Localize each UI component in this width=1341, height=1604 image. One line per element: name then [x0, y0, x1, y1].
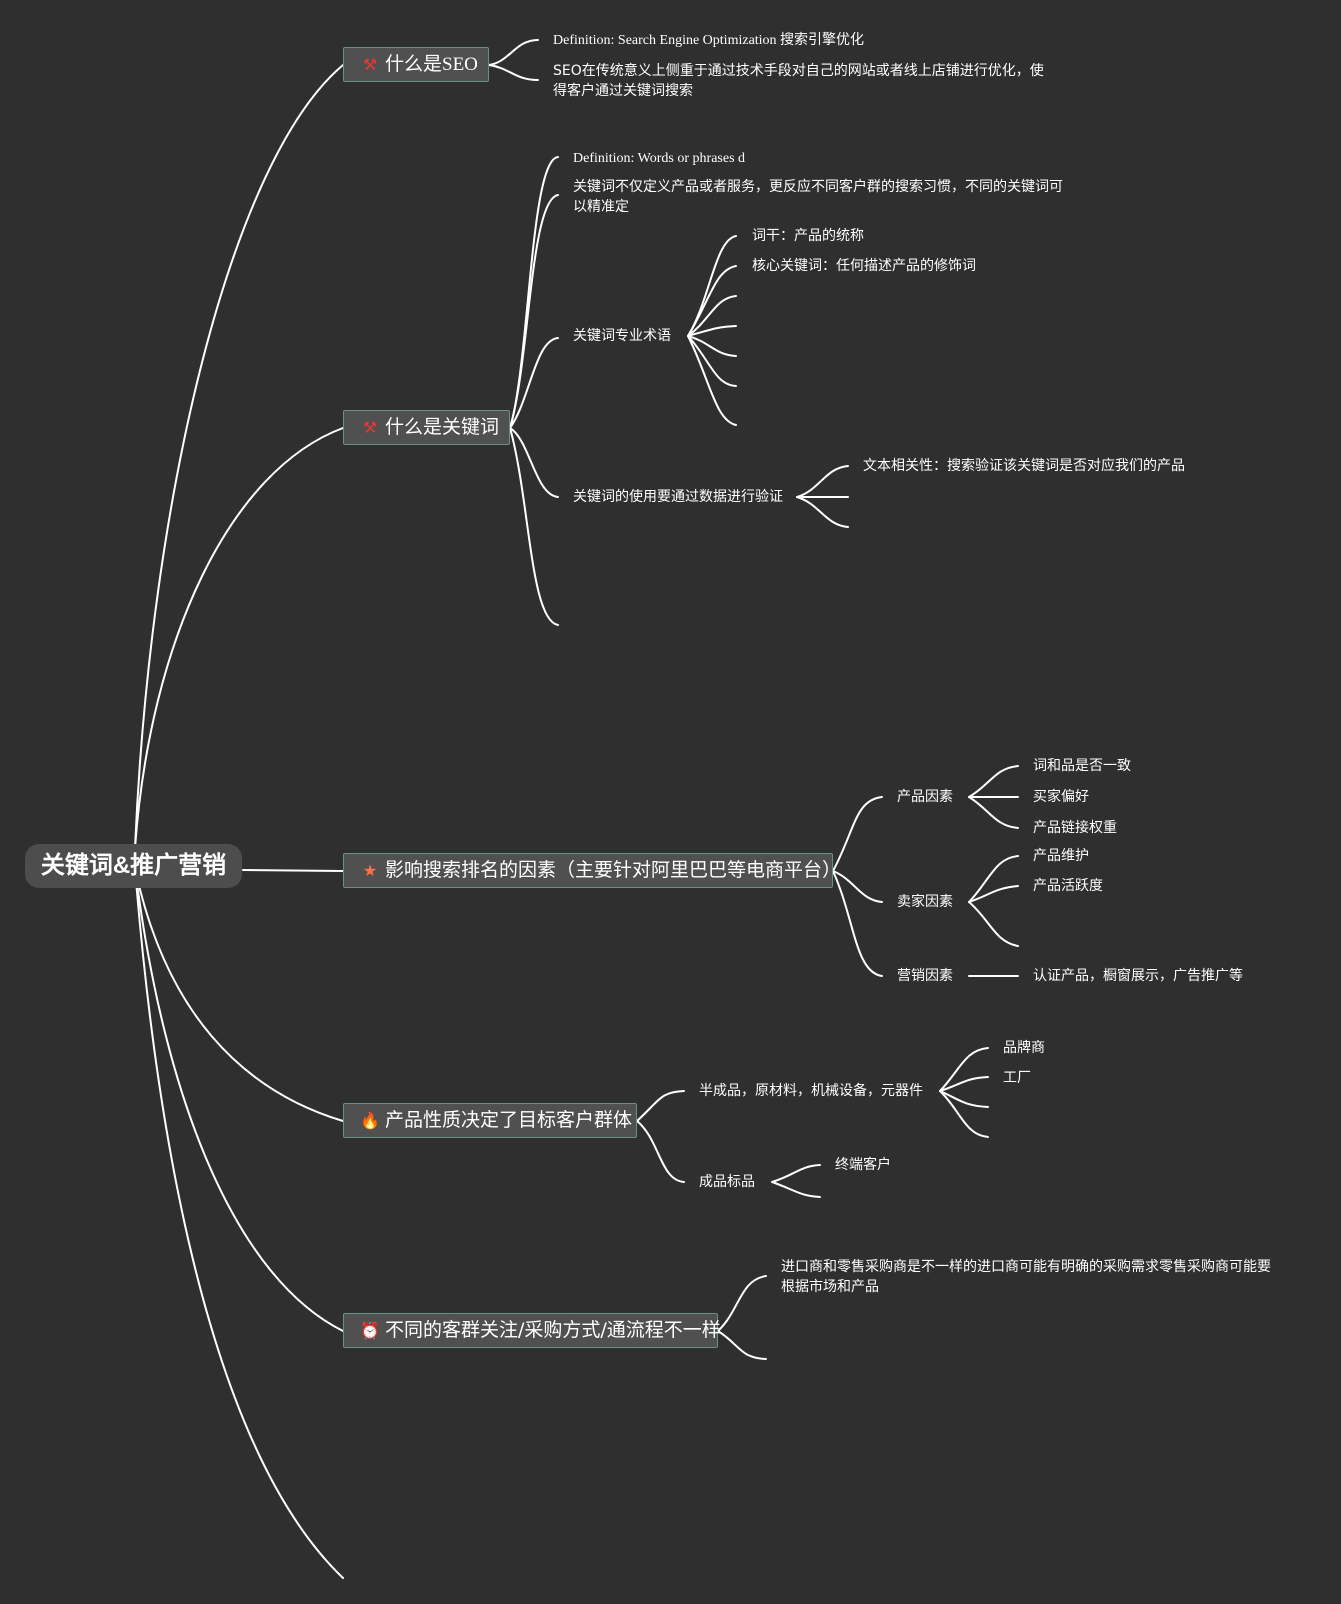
branch-what-is-seo[interactable]: ⚒ 什么是SEO: [343, 47, 489, 82]
customer-groups-description[interactable]: 进口商和零售采购商是不一样的进口商可能有明确的采购需求零售采购商可能要根据市场和…: [781, 1259, 1271, 1295]
seller-factor-item[interactable]: 产品活跃度: [1033, 878, 1103, 894]
seo-description[interactable]: SEO在传统意义上侧重于通过技术手段对自己的网站或者线上店铺进行优化，使得客户通…: [553, 63, 1044, 99]
keyword-description[interactable]: 关键词不仅定义产品或者服务，更反应不同客户群的搜索习惯，不同的关键词可以精准定: [573, 179, 1063, 215]
semi-products[interactable]: 半成品，原材料，机械设备，元器件: [699, 1083, 923, 1099]
branch-label: 影响搜索排名的因素（主要针对阿里巴巴等电商平台）: [385, 859, 842, 881]
connector-root-ranking: [242, 869, 344, 872]
semi-customer-item[interactable]: 品牌商: [1003, 1040, 1045, 1056]
product-factor-item[interactable]: 产品链接权重: [1033, 820, 1117, 836]
connector-root-customers: [134, 867, 344, 1332]
branch-label: 不同的客群关注/采购方式/通流程不一样: [385, 1319, 721, 1341]
factor-product[interactable]: 产品因素: [897, 789, 953, 805]
keyword-terms[interactable]: 关键词专业术语: [573, 328, 671, 344]
seller-factor-item[interactable]: 产品维护: [1033, 848, 1089, 864]
seo-definition[interactable]: Definition: Search Engine Optimization 搜…: [553, 33, 865, 48]
connector-root-keyword: [134, 427, 344, 849]
root-topic[interactable]: 关键词&推广营销: [25, 844, 242, 888]
branch-customer-groups[interactable]: ⏰ 不同的客群关注/采购方式/通流程不一样: [343, 1313, 721, 1348]
flame-icon: 🔥: [360, 1111, 380, 1130]
alarm-icon: ⏰: [360, 1321, 380, 1340]
connector-root-empty: [134, 867, 344, 1579]
star-icon: ★: [362, 861, 378, 880]
connector-root-product: [134, 867, 344, 1122]
term-core-keyword[interactable]: 核心关键词：任何描述产品的修饰词: [752, 258, 976, 274]
connector-root-seo: [134, 64, 344, 849]
branch-label: 什么是SEO: [385, 54, 478, 75]
branch-ranking-factors[interactable]: ★ 影响搜索排名的因素（主要针对阿里巴巴等电商平台）: [343, 853, 841, 888]
keyword-validation[interactable]: 关键词的使用要通过数据进行验证: [573, 489, 783, 505]
product-factor-item[interactable]: 买家偏好: [1033, 789, 1089, 805]
branch-label: 什么是关键词: [385, 416, 500, 438]
factor-seller[interactable]: 卖家因素: [897, 894, 953, 910]
term-stem[interactable]: 词干：产品的统称: [752, 228, 864, 244]
factor-marketing[interactable]: 营销因素: [897, 968, 953, 984]
marketing-factor-item[interactable]: 认证产品，橱窗展示，广告推广等: [1033, 968, 1243, 984]
product-factor-item[interactable]: 词和品是否一致: [1033, 758, 1131, 774]
semi-customer-item[interactable]: 工厂: [1003, 1070, 1031, 1086]
branch-what-is-keyword[interactable]: ⚒ 什么是关键词: [343, 410, 510, 445]
finished-customer-item[interactable]: 终端客户: [835, 1157, 891, 1173]
finished-products[interactable]: 成品标品: [699, 1174, 755, 1190]
validation-text-relevance[interactable]: 文本相关性：搜索验证该关键词是否对应我们的产品: [863, 458, 1185, 474]
tools-icon: ⚒: [362, 55, 378, 74]
keyword-definition[interactable]: Definition: Words or phrases d: [573, 151, 746, 166]
branch-label: 产品性质决定了目标客户群体: [385, 1109, 633, 1131]
tools-icon: ⚒: [362, 418, 378, 437]
branch-product-nature[interactable]: 🔥 产品性质决定了目标客户群体: [343, 1103, 637, 1138]
